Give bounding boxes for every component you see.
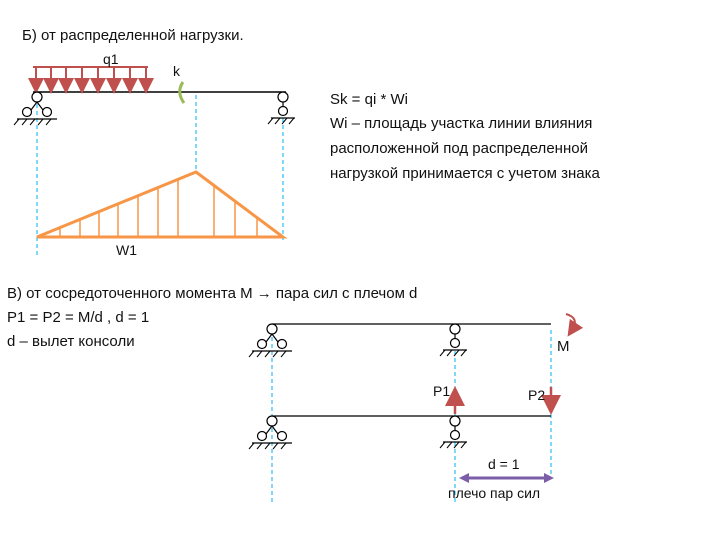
dashed-guides-b	[36, 95, 284, 258]
pin-support-v-top	[248, 323, 293, 358]
section-v-title: В) от сосредоточенного момента М → пара …	[7, 285, 418, 302]
force-equation: P1 = P2 = M/d , d = 1	[7, 309, 150, 326]
arm-d-label: d = 1	[488, 456, 520, 472]
explanation-line-1: Wi – площадь участка линии влияния	[330, 115, 593, 132]
formula-sk: Sk = qi * Wi	[330, 91, 408, 108]
area-label-w1: W1	[116, 242, 137, 258]
distributed-load-q1	[28, 66, 154, 94]
force-p2-label: P2	[528, 387, 545, 403]
moment-label: M	[557, 338, 570, 355]
roller-support-b	[267, 91, 296, 125]
roller-support-v-bottom	[439, 415, 468, 449]
load-label-q1: q1	[103, 51, 119, 67]
arm-d-dimension	[459, 473, 554, 483]
explanation-line-2: расположенной под распределенной	[330, 140, 588, 157]
pin-support-b	[13, 91, 58, 126]
moment-arrow	[565, 313, 584, 337]
explanation-line-3: нагрузкой принимается с учетом знака	[330, 165, 600, 182]
section-label-k: k	[173, 63, 181, 79]
roller-support-v-top	[439, 323, 468, 357]
section-k-mark	[178, 81, 186, 104]
arm-caption: плечо пар сил	[448, 485, 540, 501]
influence-line-w1	[36, 170, 288, 239]
section-b-title: Б) от распределенной нагрузки.	[22, 27, 244, 44]
pin-support-v-bottom	[248, 415, 293, 450]
force-p1-label: P1	[433, 383, 450, 399]
overhang-note: d – вылет консоли	[7, 333, 135, 350]
